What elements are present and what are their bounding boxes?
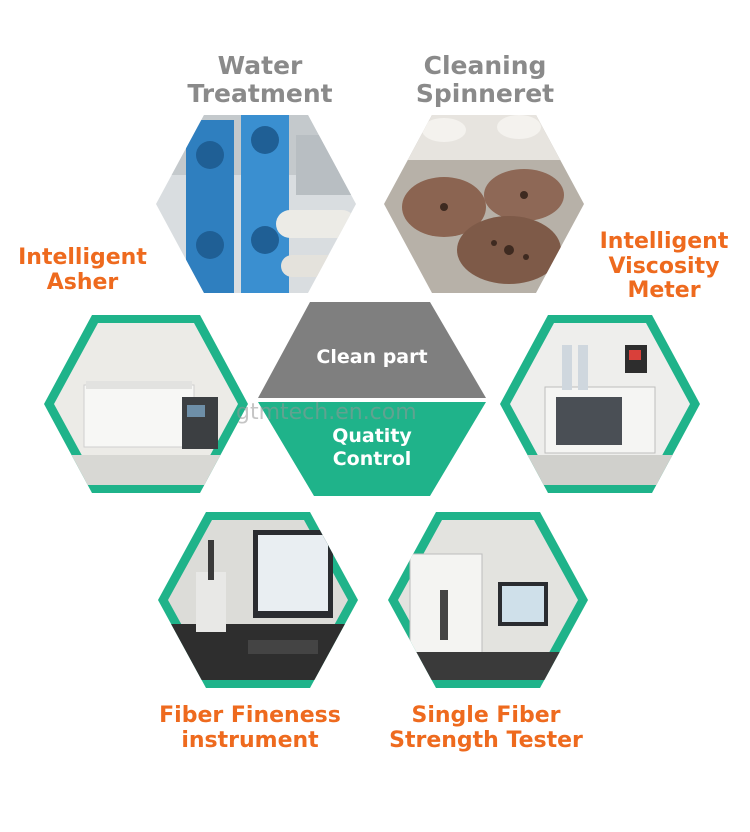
- water-treatment-label: Water Treatment: [187, 51, 333, 108]
- single-fiber-strength-label: Single Fiber Strength Tester: [389, 703, 583, 753]
- cleaning-spinneret-photo: [384, 115, 584, 293]
- clean-part-shape: [258, 302, 486, 398]
- fiber-fineness-label: Fiber Fineness instrument: [159, 703, 341, 753]
- clean-part-label: Clean part: [316, 346, 428, 368]
- intelligent-asher-photo: [44, 315, 248, 493]
- quality-control-label: Quatity Control: [332, 425, 412, 470]
- viscosity-meter-photo: [500, 315, 700, 493]
- single-fiber-strength-photo: [388, 512, 588, 688]
- intelligent-asher-label: Intelligent Asher: [18, 245, 147, 295]
- cleaning-spinneret-label: Cleaning Spinneret: [415, 51, 555, 108]
- quality-control-shape: [258, 402, 486, 496]
- water-treatment-photo: [156, 115, 356, 293]
- fiber-fineness-photo: [158, 512, 358, 688]
- intelligent-viscosity-meter-label: Intelligent Viscosity Meter: [599, 229, 729, 304]
- watermark: gtmtech.en.com: [236, 400, 417, 425]
